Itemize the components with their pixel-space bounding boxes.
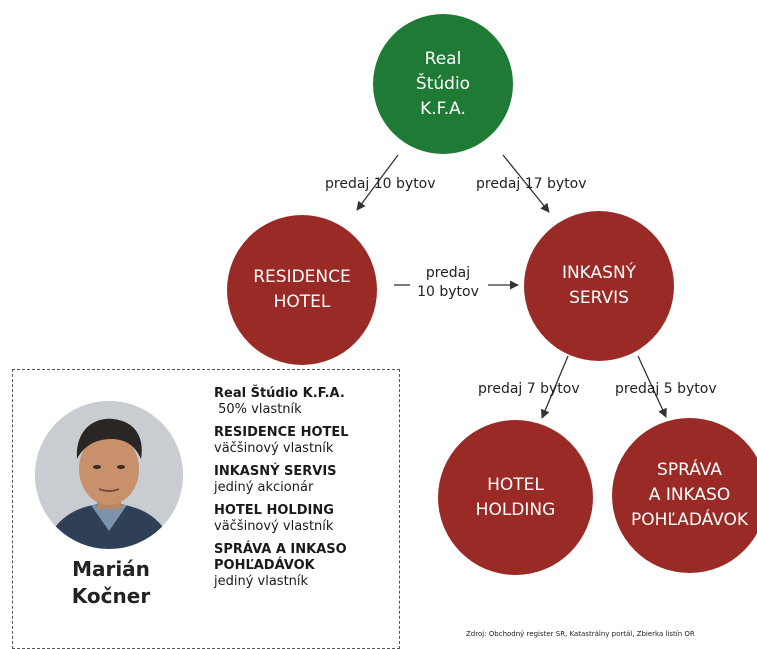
role-description: väčšinový vlastník (214, 441, 334, 456)
role-item-hotel-holding: HOTEL HOLDING väčšinový vlastník (214, 503, 394, 535)
role-company: RESIDENCE HOTEL (214, 425, 349, 440)
edge-label-real-to-residence: predaj 10 bytov (325, 176, 436, 192)
node-sprava-inkaso: SPRÁVA A INKASO POHĽADÁVOK (612, 418, 757, 573)
role-company: SPRÁVA A INKASO POHĽADÁVOK (214, 542, 347, 573)
edge-label-inkasny-to-sprava: predaj 5 bytov (615, 381, 717, 397)
role-list: Real Štúdio K.F.A. 50% vlastník RESIDENC… (214, 386, 394, 597)
role-item-real-studio: Real Štúdio K.F.A. 50% vlastník (214, 386, 394, 418)
role-company: HOTEL HOLDING (214, 503, 334, 518)
person-name: Marián Kočner (71, 557, 151, 608)
arrow-real-to-inkasny (502, 154, 550, 213)
node-inkasny-servis: INKASNÝ SERVIS (524, 211, 674, 361)
role-description: jediný akcionár (214, 480, 314, 495)
arrow-inkasny-to-sprava (637, 355, 667, 418)
role-item-inkasny-servis: INKASNÝ SERVIS jediný akcionár (214, 464, 394, 496)
role-description: 50% vlastník (214, 402, 302, 417)
portrait-illustration (35, 401, 183, 549)
arrow-real-to-residence (356, 154, 399, 211)
role-item-residence-hotel: RESIDENCE HOTEL väčšinový vlastník (214, 425, 394, 457)
node-real-studio: Real Štúdio K.F.A. (373, 14, 513, 154)
role-company: INKASNÝ SERVIS (214, 464, 337, 479)
edge-label-real-to-inkasny: predaj 17 bytov (476, 176, 587, 192)
edge-label-residence-to-inkasny: predaj 10 bytov (417, 265, 479, 300)
arrow-inkasny-to-hotel (540, 355, 569, 419)
node-hotel-holding: HOTEL HOLDING (438, 420, 593, 575)
source-note: Zdroj: Obchodný register SR, Katastrálny… (466, 630, 695, 638)
edge-label-inkasny-to-hotel: predaj 7 bytov (478, 381, 580, 397)
node-residence-hotel: RESIDENCE HOTEL (227, 215, 377, 365)
role-item-sprava-inkaso: SPRÁVA A INKASO POHĽADÁVOK jediný vlastn… (214, 542, 394, 590)
role-company: Real Štúdio K.F.A. (214, 386, 345, 401)
role-description: väčšinový vlastník (214, 519, 334, 534)
person-portrait (35, 401, 183, 549)
role-description: jediný vlastník (214, 574, 309, 589)
